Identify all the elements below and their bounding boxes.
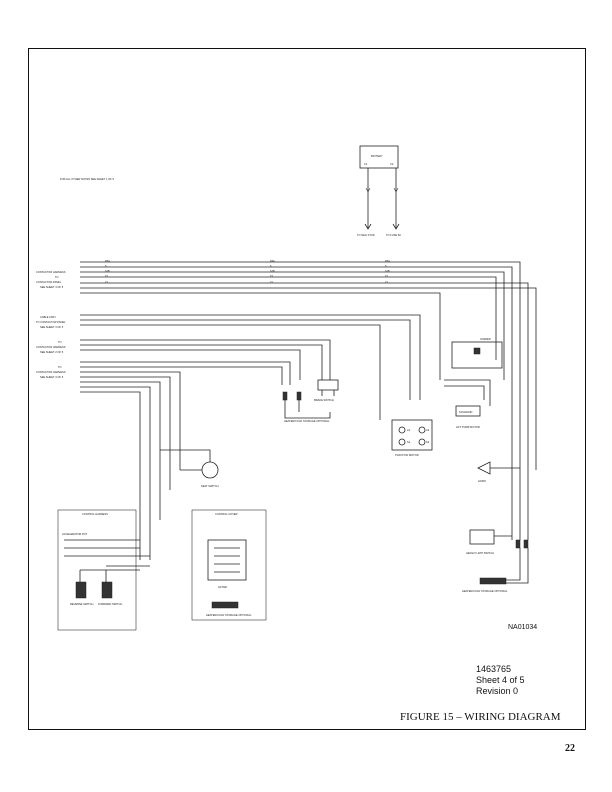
- heater-3-label: HEATER/COLD STORAGE OPTIONAL: [462, 589, 508, 593]
- control-cover-box: [191, 509, 267, 621]
- wire-label-21-1: 21: [105, 280, 108, 284]
- control-cover-label: CONTROL COVER: [215, 512, 238, 516]
- wire-label-6-3: 6: [385, 264, 387, 268]
- wire-label-6-1: 6: [105, 264, 107, 268]
- battery-label: BATTERY: [371, 154, 383, 158]
- svg-text:TO: TO: [58, 340, 62, 344]
- battery-leads: [367, 168, 397, 228]
- jumper: [451, 341, 503, 369]
- svg-text:SEE SHEET 4 OF 5: SEE SHEET 4 OF 5: [40, 285, 64, 289]
- lift-pump-label: LIFT PUMP MOTOR: [456, 425, 480, 429]
- heater-1-label: HEATER/COLD STORAGE OPTIONAL: [284, 419, 330, 423]
- forward-switch-label: FORWARD SWITCH: [98, 602, 122, 606]
- svg-text:SEE SHEET 3 OF 5: SEE SHEET 3 OF 5: [40, 325, 64, 329]
- harness-ref-1: CONTACTOR HARNESS TO CONTACTOR PANEL SEE…: [36, 270, 66, 289]
- wire-label-15-3: 15: [385, 274, 388, 278]
- center-wire-stack: [139, 405, 181, 560]
- document-info: 1463765 Sheet 4 of 5 Revision 0: [476, 664, 525, 697]
- reverse-switch-label: REVERSE SWITCH: [70, 602, 93, 606]
- wire-label-16b-1: 16B: [105, 269, 110, 273]
- svg-text:TO: TO: [55, 275, 59, 279]
- heater-2-label: HEATER/COLD STORAGE OPTIONAL: [206, 613, 252, 617]
- wire-label-15-1: 15: [105, 274, 108, 278]
- figure-title: FIGURE 15 – WIRING DIAGRAM: [400, 711, 561, 723]
- reverse-switch: [75, 565, 150, 599]
- svg-text:CONTACTOR PANEL: CONTACTOR PANEL: [36, 280, 62, 284]
- accelerator-wires: [64, 539, 150, 557]
- svg-text:CABLE ASSY: CABLE ASSY: [40, 315, 56, 319]
- page-number: 22: [565, 743, 575, 754]
- revision: Revision 0: [476, 686, 519, 696]
- sheet-number: Sheet 4 of 5: [476, 675, 525, 685]
- lifter: [207, 539, 247, 581]
- wire-label-15-2: 15: [270, 274, 273, 278]
- heater-1: [282, 391, 331, 419]
- second-wire-bundle: [80, 314, 421, 420]
- solenoid-wires: [444, 379, 491, 406]
- wire-label-p6a-3: P6A: [385, 259, 390, 263]
- horn: [477, 461, 520, 475]
- diagram-id: NA01034: [508, 624, 538, 631]
- battery-arrows: [364, 223, 400, 230]
- height-limit-switch: [469, 529, 529, 549]
- diagram-frame: [28, 48, 586, 730]
- svg-text:TO CONTACTOR PANEL: TO CONTACTOR PANEL: [36, 320, 66, 324]
- traction-terminal-a2: A2: [426, 428, 430, 432]
- wire-label-21-3: 21: [385, 280, 388, 284]
- height-limit-label: HEIGHT LIMIT SWITCH: [466, 551, 494, 555]
- seat-switch: [160, 449, 219, 479]
- solenoid-label: SOLENOID: [459, 410, 473, 414]
- svg-text:TO: TO: [58, 365, 62, 369]
- traction-terminal-a1: A1: [407, 428, 411, 432]
- svg-text:SEE SHEET 2 OF 5: SEE SHEET 2 OF 5: [40, 350, 64, 354]
- battery-connectors: [365, 187, 399, 193]
- wire-label-21-2: 21: [270, 280, 273, 284]
- solenoid: [455, 405, 481, 417]
- svg-text:CONTACTOR HARNESS: CONTACTOR HARNESS: [36, 270, 66, 274]
- wire-label-p6a-2: P6A: [270, 259, 275, 263]
- accelerator-pot-label: ACCELERATOR POT: [62, 532, 88, 536]
- seat-switch-label: SEAT SWITCH: [201, 484, 219, 488]
- fuse-label: TO FUSE 60: [386, 233, 401, 237]
- lifter-label: LIFTER: [218, 585, 227, 589]
- wire-label-16b-2: 16B: [270, 269, 275, 273]
- main-wire-bundle: [80, 261, 537, 380]
- harness-ref-2: CABLE ASSY TO CONTACTOR PANEL SEE SHEET …: [36, 315, 66, 329]
- right-wire-stack: [495, 296, 537, 540]
- battery-terminal-c2: C2: [390, 162, 394, 166]
- other-notes-text: FOR ALL OTHER NOTES SEE SHEET 1 OF 5: [60, 177, 114, 181]
- wire-label-p6a-1: P6A: [105, 259, 110, 263]
- heater-2: [211, 601, 239, 609]
- harness-ref-3: TO CONTACTOR HARNESS SEE SHEET 2 OF 5: [36, 340, 66, 354]
- svg-text:CONTACTOR HARNESS: CONTACTOR HARNESS: [36, 370, 66, 374]
- jumper-label: JUMPER: [480, 337, 491, 341]
- traction-terminal-s2: S2: [426, 440, 430, 444]
- horn-label: HORN: [478, 479, 486, 483]
- wire-label-6-2: 6: [270, 264, 272, 268]
- traction-terminal-s1: S1: [407, 440, 411, 444]
- brake-switch: [317, 379, 339, 396]
- doc-number: 1463765: [476, 664, 512, 674]
- wire-label-16b-3: 16B: [385, 269, 390, 273]
- svg-text:SEE SHEET 3 OF 5: SEE SHEET 3 OF 5: [40, 375, 64, 379]
- neg-stud-label: TO NEG STUD: [357, 233, 375, 237]
- battery-box: [359, 145, 399, 169]
- svg-text:CONTACTOR HARNESS: CONTACTOR HARNESS: [36, 345, 66, 349]
- traction-motor: [391, 419, 433, 451]
- traction-motor-label: TRACTION MOTOR: [395, 453, 419, 457]
- battery-terminal-c1: C1: [364, 162, 368, 166]
- control-harness-label: CONTROL HARNESS: [82, 512, 108, 516]
- brake-switch-label: BRAKE SWITCH: [314, 398, 334, 402]
- harness-ref-4: TO CONTACTOR HARNESS SEE SHEET 3 OF 5: [36, 365, 66, 379]
- heater-3: [479, 548, 529, 585]
